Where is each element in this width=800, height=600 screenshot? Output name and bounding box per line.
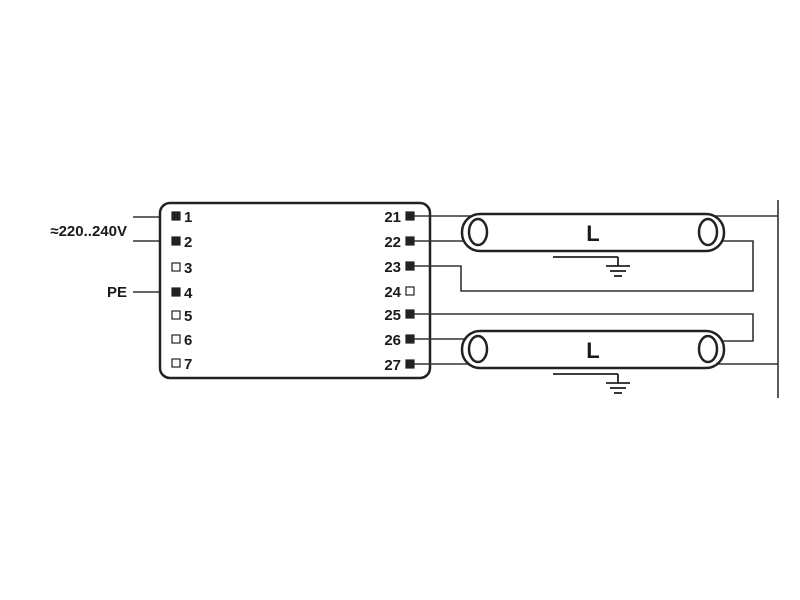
- pin-label: 6: [184, 332, 192, 349]
- pin-label: 24: [384, 284, 401, 301]
- lamp-label: L: [586, 338, 599, 363]
- pin-marker: [171, 236, 181, 246]
- left-pin-7: 7: [171, 356, 192, 373]
- pin-label: 4: [184, 285, 193, 302]
- pe-label: PE: [107, 284, 127, 301]
- pin-label: 27: [384, 357, 401, 374]
- pin-marker: [171, 211, 181, 221]
- pin-label: 7: [184, 356, 192, 373]
- lamp-label: L: [586, 221, 599, 246]
- pin-marker: [171, 287, 181, 297]
- pin-label: 22: [384, 234, 401, 251]
- lamp-tube: [460, 212, 726, 253]
- ground-icon: [553, 256, 630, 277]
- pin-marker: [405, 334, 415, 344]
- left-pin-5: 5: [171, 308, 192, 325]
- right-pin-27: 27: [384, 357, 415, 374]
- lamp-electrode-right: [697, 334, 719, 364]
- pin-marker: [171, 262, 181, 272]
- left-pin-6: 6: [171, 332, 192, 349]
- pin-marker: [405, 309, 415, 319]
- pin-label: 21: [384, 209, 401, 226]
- right-pin-22: 22: [384, 234, 415, 251]
- pin-marker: [405, 236, 415, 246]
- left-pin-4: 4: [171, 285, 193, 302]
- pin-label: 2: [184, 234, 192, 251]
- pin-marker: [171, 334, 181, 344]
- lamp-electrode-left: [467, 334, 489, 364]
- pin-label: 26: [384, 332, 401, 349]
- lamp-electrode-left: [467, 217, 489, 247]
- pin-marker: [171, 358, 181, 368]
- right-pin-24: 24: [384, 284, 415, 301]
- supply-voltage-label: ≈220..240V: [50, 223, 127, 240]
- pin-label: 23: [384, 259, 401, 276]
- ballast-box: [158, 201, 432, 380]
- pin-label: 1: [184, 209, 192, 226]
- left-pin-3: 3: [171, 260, 192, 277]
- left-pin-1: 1: [171, 209, 192, 226]
- pin-marker: [171, 310, 181, 320]
- ground-icon: [553, 373, 630, 394]
- pin-marker: [405, 286, 415, 296]
- pin-label: 3: [184, 260, 192, 277]
- lamp-1: L: [460, 212, 726, 277]
- lamp-tube: [460, 329, 726, 370]
- left-pin-2: 2: [171, 234, 192, 251]
- pin-marker: [405, 359, 415, 369]
- pin-marker: [405, 211, 415, 221]
- pin-label: 5: [184, 308, 192, 325]
- pin-label: 25: [384, 307, 401, 324]
- right-pin-25: 25: [384, 307, 415, 324]
- pin-marker: [405, 261, 415, 271]
- lamp-2: L: [460, 329, 726, 394]
- lamp-electrode-right: [697, 217, 719, 247]
